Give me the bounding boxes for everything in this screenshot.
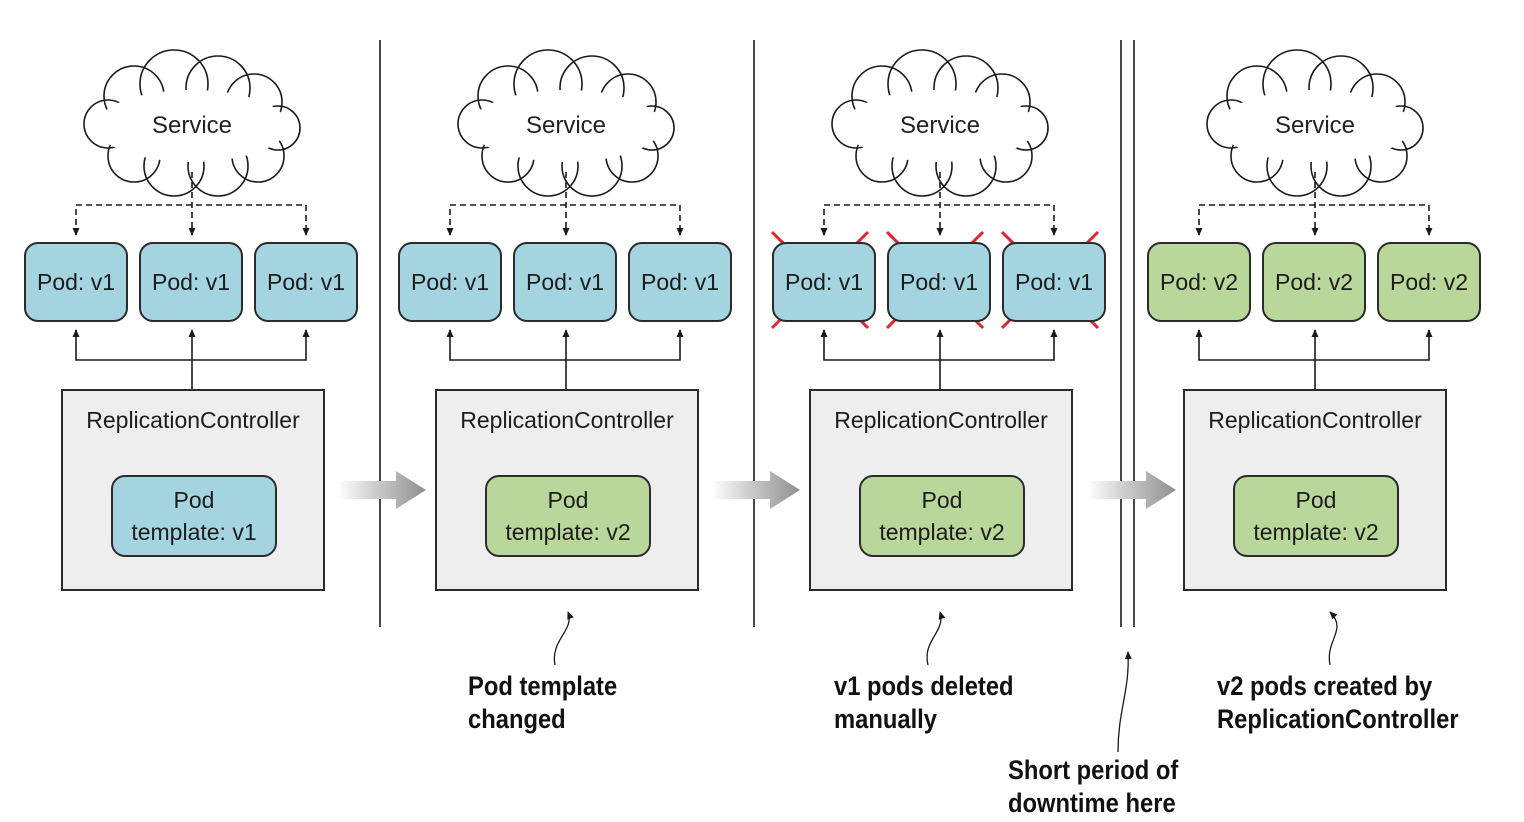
template-version: template: v2 bbox=[879, 519, 1005, 545]
service-label: Service bbox=[151, 112, 233, 139]
controller-link bbox=[75, 330, 307, 361]
template-version: template: v2 bbox=[505, 519, 631, 545]
annotation-pointer bbox=[553, 611, 574, 666]
template-version: template: v1 bbox=[131, 519, 257, 545]
service-cloud-outline bbox=[83, 49, 301, 197]
annotation-line: v1 pods deleted bbox=[834, 671, 1014, 701]
service-cloud-fill bbox=[470, 90, 662, 162]
template-title: Pod bbox=[921, 487, 963, 513]
service-cloud-outline bbox=[1206, 49, 1424, 197]
replication-controller: ReplicationController Pod template: v2 bbox=[809, 389, 1073, 591]
controller-link bbox=[823, 330, 1055, 361]
pod: Pod: v1 bbox=[1002, 242, 1106, 322]
service-cloud-fill bbox=[844, 90, 1036, 162]
annotation-pods-deleted: v1 pods deleted manually bbox=[834, 670, 1014, 736]
pod: Pod: v2 bbox=[1377, 242, 1481, 322]
transition-arrow-icon bbox=[712, 471, 800, 509]
replication-controller: ReplicationController Pod template: v2 bbox=[1183, 389, 1447, 591]
pod-template: Pod template: v2 bbox=[1233, 475, 1399, 557]
service-cloud-fill bbox=[96, 90, 288, 162]
service-label: Service bbox=[525, 112, 607, 139]
annotation-line: changed bbox=[468, 704, 566, 734]
annotation-downtime: Short period of downtime here bbox=[1008, 754, 1178, 820]
annotation-pointer bbox=[926, 611, 946, 666]
pod-template: Pod template: v2 bbox=[859, 475, 1025, 557]
pod-template: Pod template: v1 bbox=[111, 475, 277, 557]
pod: Pod: v1 bbox=[628, 242, 732, 322]
pod-template: Pod template: v2 bbox=[485, 475, 651, 557]
service-link bbox=[449, 204, 681, 235]
service-link bbox=[1198, 204, 1430, 235]
pod: Pod: v2 bbox=[1147, 242, 1251, 322]
annotation-line: Pod template bbox=[468, 671, 618, 701]
template-title: Pod bbox=[173, 487, 215, 513]
pod: Pod: v1 bbox=[887, 242, 991, 322]
template-title: Pod bbox=[1295, 487, 1337, 513]
pod: Pod: v1 bbox=[772, 242, 876, 322]
pod: Pod: v1 bbox=[24, 242, 128, 322]
controller-label: ReplicationController bbox=[1208, 407, 1422, 433]
service-link bbox=[823, 204, 1055, 235]
replication-controller: ReplicationController Pod template: v1 bbox=[61, 389, 325, 591]
annotation-template-changed: Pod template changed bbox=[468, 670, 617, 736]
pod: Pod: v2 bbox=[1262, 242, 1366, 322]
template-version: template: v2 bbox=[1253, 519, 1379, 545]
annotation-pods-created: v2 pods created by ReplicationController bbox=[1217, 670, 1459, 736]
service-label: Service bbox=[1274, 112, 1356, 139]
template-title: Pod bbox=[547, 487, 589, 513]
annotation-line: manually bbox=[834, 704, 938, 734]
service-label: Service bbox=[899, 112, 981, 139]
annotation-pointer bbox=[1117, 651, 1132, 753]
transition-arrow-icon bbox=[338, 471, 426, 509]
annotation-line: downtime here bbox=[1008, 788, 1176, 818]
replication-controller: ReplicationController Pod template: v2 bbox=[435, 389, 699, 591]
transition-arrow-icon bbox=[1088, 471, 1176, 509]
controller-link bbox=[449, 330, 681, 361]
pod: Pod: v1 bbox=[513, 242, 617, 322]
pod: Pod: v1 bbox=[139, 242, 243, 322]
controller-link bbox=[1198, 330, 1430, 361]
controller-label: ReplicationController bbox=[834, 407, 1048, 433]
annotation-line: v2 pods created by bbox=[1217, 671, 1433, 701]
annotation-line: ReplicationController bbox=[1217, 704, 1459, 734]
controller-label: ReplicationController bbox=[86, 407, 300, 433]
service-cloud-fill bbox=[1219, 90, 1411, 162]
service-link bbox=[75, 204, 307, 235]
pod: Pod: v1 bbox=[398, 242, 502, 322]
annotation-line: Short period of bbox=[1008, 755, 1179, 785]
pod: Pod: v1 bbox=[254, 242, 358, 322]
annotation-pointer bbox=[1328, 611, 1338, 666]
controller-label: ReplicationController bbox=[460, 407, 674, 433]
